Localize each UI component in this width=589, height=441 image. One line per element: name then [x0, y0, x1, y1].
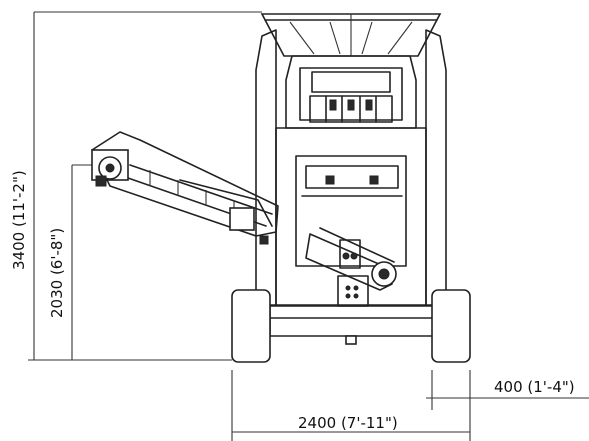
- dimension-total-width: [231, 370, 471, 441]
- dimension-conveyor-height: [71, 164, 100, 360]
- screen-box: [285, 55, 417, 129]
- label-total-width: 2400 (7'-11"): [298, 414, 398, 432]
- wheel-left: [231, 289, 271, 363]
- axle-beam: [269, 305, 435, 345]
- wheel-right: [431, 289, 471, 363]
- hopper: [260, 13, 442, 57]
- dimension-side-offset: [426, 370, 589, 410]
- side-frame-right: [425, 29, 447, 306]
- label-total-height: 3400 (11'-2"): [10, 170, 28, 270]
- under-conveyor: [305, 227, 397, 307]
- side-frame-left: [255, 29, 277, 306]
- main-body: [275, 127, 427, 306]
- label-side-offset: 400 (1'-4"): [494, 378, 575, 396]
- dimension-total-height: [28, 11, 262, 361]
- label-conveyor-height: 2030 (6'-8"): [48, 228, 66, 318]
- side-conveyor: [91, 131, 279, 245]
